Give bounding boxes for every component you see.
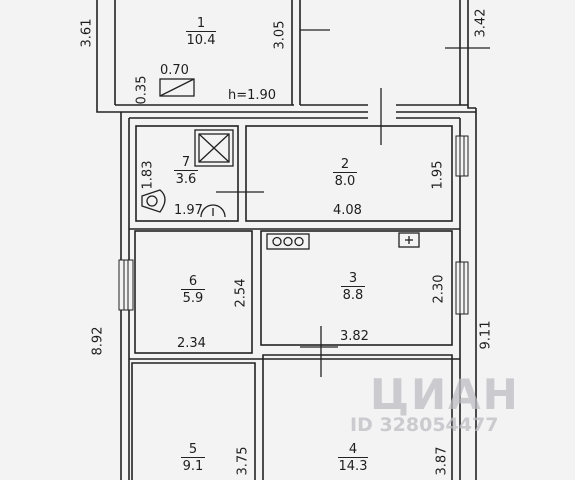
room-number: 2 xyxy=(340,157,350,172)
room-area: 10.4 xyxy=(186,31,216,48)
stove-icon xyxy=(266,233,310,250)
room-area: 3.6 xyxy=(174,170,198,187)
wall-top-right-outer xyxy=(467,0,476,109)
room7-outline xyxy=(135,125,239,222)
room-label-5: 5 9.1 xyxy=(181,442,205,474)
dimension-label: 3.42 xyxy=(473,8,489,38)
dimension-label: 1.97 xyxy=(174,203,203,218)
dimension-label: 4.08 xyxy=(333,203,362,218)
room6-outline xyxy=(134,230,253,354)
room-area: 9.1 xyxy=(181,457,205,474)
dimension-label: 2.34 xyxy=(177,336,206,351)
room-number: 3 xyxy=(348,271,358,286)
window-right-room2 xyxy=(455,135,469,177)
room-label-1: 1 10.4 xyxy=(186,16,216,48)
dimension-label: 2.54 xyxy=(233,278,249,308)
watermark-logo: ЦИАН xyxy=(370,370,520,419)
window-right-room3 xyxy=(455,261,469,315)
kitchen-sink-icon xyxy=(398,232,420,248)
room-label-4: 4 14.3 xyxy=(338,442,368,474)
dimension-label: 8.92 xyxy=(90,326,106,356)
room-label-2: 2 8.0 xyxy=(333,157,357,189)
room-area: 8.0 xyxy=(333,172,357,189)
room-number: 5 xyxy=(188,442,198,457)
room-number: 7 xyxy=(181,155,191,170)
room-area: 5.9 xyxy=(181,289,205,306)
dimension-label: 1.95 xyxy=(430,160,446,190)
dimension-label: h=1.90 xyxy=(228,88,277,103)
room-label-3: 3 8.8 xyxy=(341,271,365,303)
room-number: 1 xyxy=(196,16,206,31)
room5-outline xyxy=(131,362,256,480)
vent-icon xyxy=(159,78,195,97)
dimension-label: 3.61 xyxy=(79,18,95,48)
dimension-label: 3.82 xyxy=(340,329,369,344)
room-area: 14.3 xyxy=(338,457,368,474)
dimension-label: 3.87 xyxy=(434,446,450,476)
dimension-label: 3.05 xyxy=(272,20,288,50)
room-label-6: 6 5.9 xyxy=(181,274,205,306)
sink-icon xyxy=(200,204,226,218)
dimension-label: 1.83 xyxy=(140,160,156,190)
dimension-label: 9.11 xyxy=(478,320,494,350)
watermark-id: ID 328054477 xyxy=(350,414,499,436)
room-number: 4 xyxy=(348,442,358,457)
room3-outline xyxy=(260,230,453,346)
shower-icon xyxy=(194,129,234,167)
toilet-icon xyxy=(141,189,166,213)
dimension-label: 2.30 xyxy=(431,274,447,304)
dimension-label: 0.70 xyxy=(160,63,189,78)
room2-outline xyxy=(245,125,453,222)
dimension-label: 0.35 xyxy=(134,75,150,105)
wall-top-left-outer xyxy=(96,0,121,113)
window-left-room6 xyxy=(118,259,134,311)
room-label-7: 7 3.6 xyxy=(174,155,198,187)
dimension-label: 3.75 xyxy=(235,446,251,476)
room-number: 6 xyxy=(188,274,198,289)
room4-outline xyxy=(262,354,453,480)
room-area: 8.8 xyxy=(341,286,365,303)
